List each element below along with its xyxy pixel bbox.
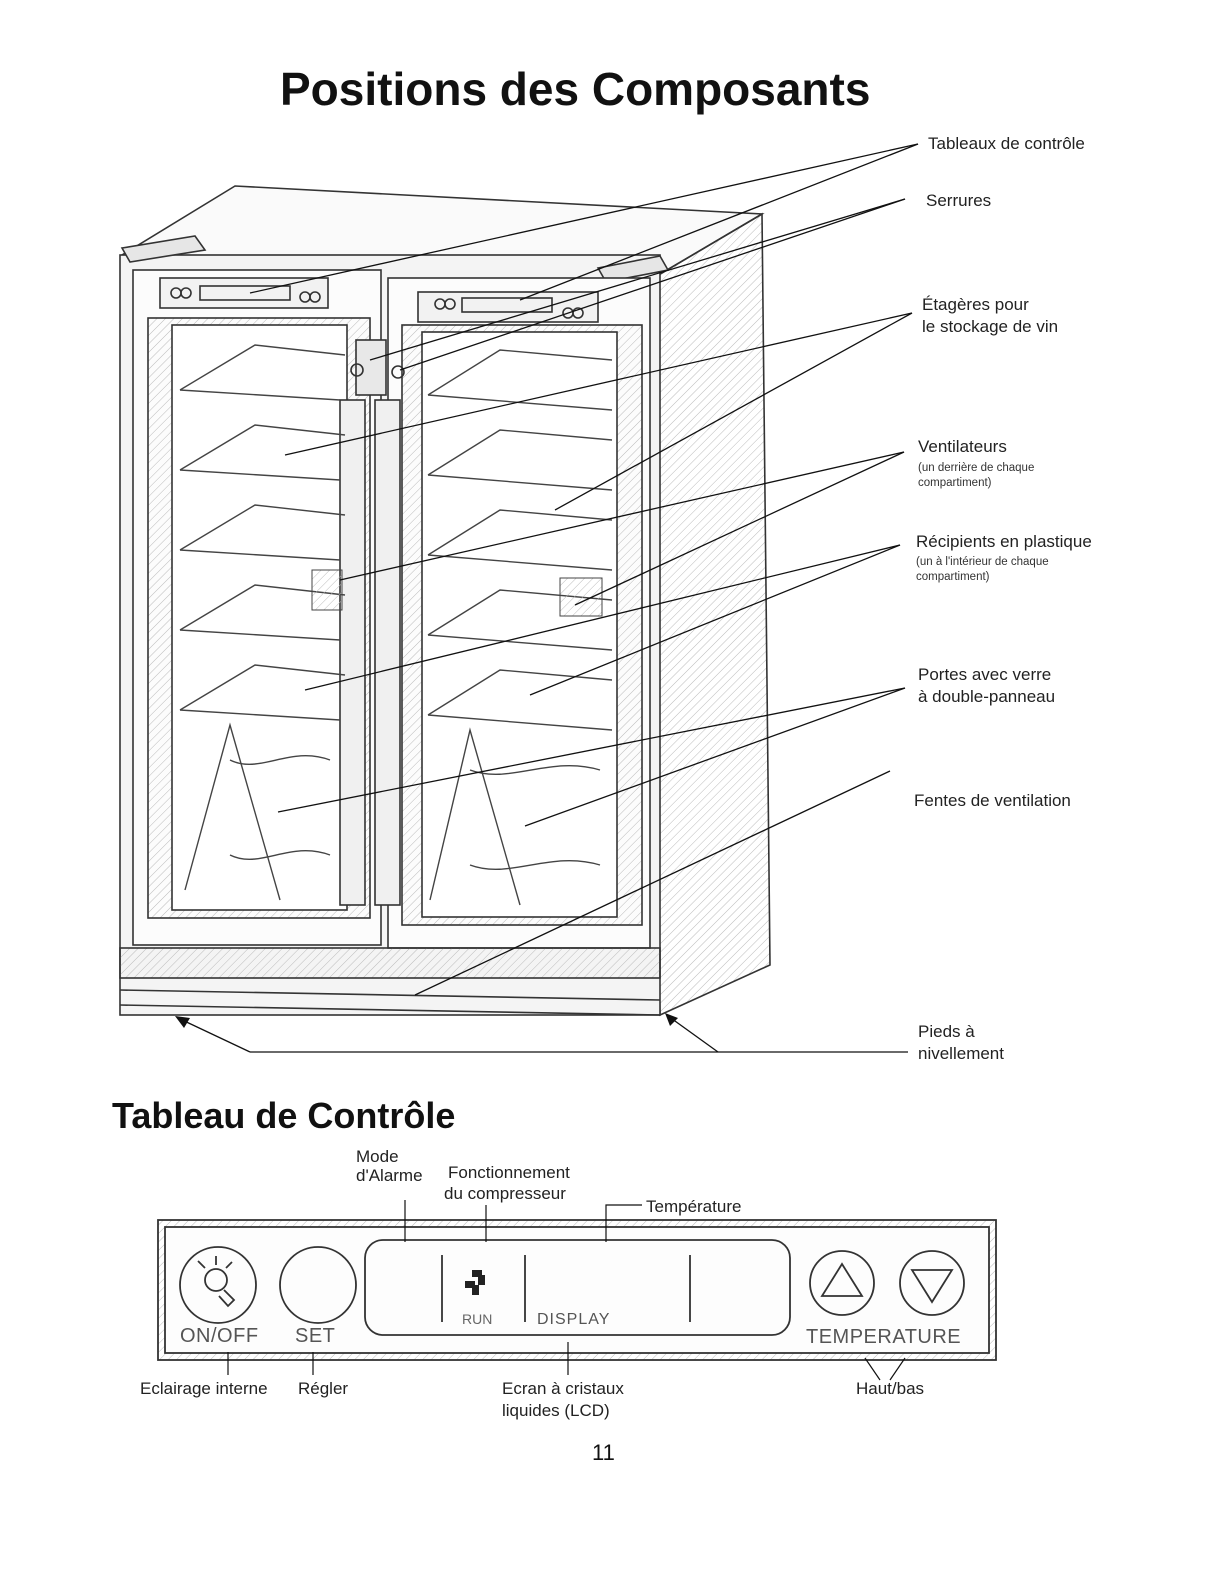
label-lcd-line1: Ecran à cristaux — [502, 1379, 624, 1398]
label-fans: Ventilateurs — [918, 437, 1007, 456]
section-title-control-panel: Tableau de Contrôle — [112, 1095, 456, 1136]
label-lcd-line2: liquides (LCD) — [502, 1401, 610, 1420]
set-button-label: SET — [295, 1325, 336, 1347]
label-fans-note-line2: compartiment) — [918, 477, 992, 489]
page-number: 11 — [592, 1440, 615, 1465]
label-interior-light: Eclairage interne — [140, 1379, 268, 1398]
page-title: Positions des Composants — [280, 63, 871, 115]
label-shelves-line2: le stockage de vin — [922, 317, 1059, 336]
label-temperature: Température — [646, 1197, 742, 1216]
temperature-buttons-label: TEMPERATURE — [806, 1326, 962, 1348]
label-feet-line2: nivellement — [918, 1044, 1004, 1063]
label-fans-note-line1: (un derrière de chaque — [918, 462, 1035, 474]
run-indicator-label: RUN — [462, 1311, 493, 1327]
display-label: DISPLAY — [537, 1311, 611, 1328]
onoff-button-label: ON/OFF — [180, 1325, 259, 1347]
label-containers: Récipients en plastique — [916, 532, 1092, 551]
label-doors-line2: à double-panneau — [918, 687, 1056, 706]
label-compressor-line1: Fonctionnement — [448, 1163, 570, 1182]
label-doors-line1: Portes avec verre — [918, 665, 1052, 684]
label-locks: Serrures — [926, 191, 992, 210]
label-up-down: Haut/bas — [856, 1379, 925, 1398]
label-containers-note-line2: compartiment) — [916, 571, 990, 583]
label-feet-line1: Pieds à — [918, 1022, 975, 1041]
label-compressor-line2: du compresseur — [444, 1184, 566, 1203]
label-alarm-mode-line2: d'Alarme — [356, 1166, 423, 1185]
label-alarm-mode-line1: Mode — [356, 1147, 399, 1166]
label-shelves-line1: Étagères pour — [922, 295, 1029, 314]
label-containers-note-line1: (un à l'intérieur de chaque — [916, 556, 1049, 568]
label-adjust: Régler — [298, 1379, 349, 1398]
label-vents: Fentes de ventilation — [914, 791, 1071, 810]
label-control-panels: Tableaux de contrôle — [928, 134, 1085, 153]
